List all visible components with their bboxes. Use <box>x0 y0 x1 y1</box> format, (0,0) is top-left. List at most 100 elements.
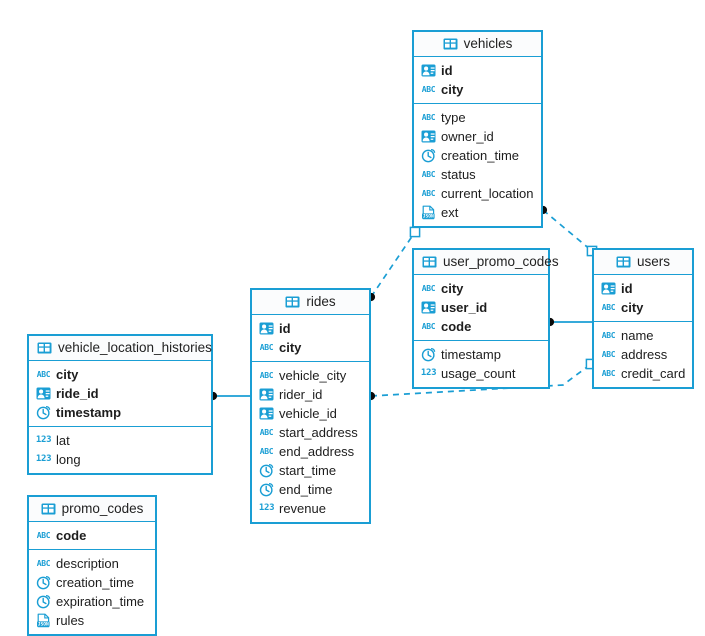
table-title-bar[interactable]: users <box>594 250 692 275</box>
column-name: ride_id <box>56 386 99 401</box>
column-row[interactable]: timestamp <box>29 403 211 422</box>
column-row[interactable]: owner_id <box>414 127 541 146</box>
column-row[interactable]: ABC type <box>414 108 541 127</box>
table-title-bar[interactable]: vehicles <box>414 32 541 57</box>
column-row[interactable]: user_id <box>414 298 548 317</box>
key-person-icon <box>421 63 436 78</box>
json-icon: JSON <box>421 205 436 220</box>
svg-text:JSON: JSON <box>423 214 434 220</box>
column-row[interactable]: id <box>414 61 541 80</box>
column-name: description <box>56 556 119 571</box>
key-person-icon <box>259 406 274 421</box>
column-row[interactable]: ABC code <box>29 526 155 545</box>
column-name: start_address <box>279 425 358 440</box>
column-name: address <box>621 347 668 362</box>
primary-key-group: ABC code <box>29 522 155 549</box>
table-icon <box>41 502 56 517</box>
table-icon <box>285 295 300 310</box>
column-name: id <box>279 321 291 336</box>
column-name: city <box>441 281 464 296</box>
abc-icon: ABC <box>421 112 436 122</box>
column-row[interactable]: ABC address <box>594 345 692 364</box>
column-row[interactable]: JSON ext <box>414 203 541 222</box>
relationship-rel-vlh-rides[interactable] <box>208 391 250 401</box>
table-icon <box>616 255 631 270</box>
abc-icon: ABC <box>36 530 51 540</box>
column-name: city <box>56 367 79 382</box>
table-title-bar[interactable]: vehicle_location_histories <box>29 336 212 361</box>
column-row[interactable]: id <box>252 319 369 338</box>
column-row[interactable]: id <box>594 279 692 298</box>
column-name: vehicle_city <box>279 368 347 383</box>
column-row[interactable]: end_time <box>252 480 369 499</box>
clock-icon <box>421 347 436 362</box>
column-name: id <box>621 281 633 296</box>
123-icon: 123 <box>35 454 52 464</box>
table-name: vehicle_location_histories <box>58 340 212 356</box>
abc-icon: ABC <box>421 169 436 179</box>
column-name: timestamp <box>441 347 501 362</box>
table-title-bar[interactable]: user_promo_codes <box>414 250 559 275</box>
column-name: start_time <box>279 463 337 478</box>
column-row[interactable]: ABC status <box>414 165 541 184</box>
column-name: code <box>56 528 87 543</box>
column-row[interactable]: ABC city <box>29 365 211 384</box>
column-row[interactable]: start_time <box>252 461 369 480</box>
column-row[interactable]: JSON rules <box>29 611 155 630</box>
table-name: user_promo_codes <box>443 254 559 270</box>
column-row[interactable]: rider_id <box>252 385 369 404</box>
column-name: status <box>441 167 476 182</box>
column-row[interactable]: ride_id <box>29 384 211 403</box>
column-row[interactable]: creation_time <box>29 573 155 592</box>
relationship-endpoint-square-icon <box>409 226 421 238</box>
column-name: revenue <box>279 501 326 516</box>
column-name: code <box>441 319 472 334</box>
abc-icon: ABC <box>601 349 616 359</box>
column-name: ext <box>441 205 459 220</box>
clock-icon <box>36 575 51 590</box>
column-name: city <box>441 82 464 97</box>
key-person-icon <box>259 387 274 402</box>
column-row[interactable]: vehicle_id <box>252 404 369 423</box>
column-row[interactable]: creation_time <box>414 146 541 165</box>
relationship-rel-user_promo_codes-users[interactable] <box>545 317 592 327</box>
abc-icon: ABC <box>36 369 51 379</box>
column-name: credit_card <box>621 366 686 381</box>
column-row[interactable]: expiration_time <box>29 592 155 611</box>
svg-text:JSON: JSON <box>38 622 49 628</box>
column-row[interactable]: timestamp <box>414 345 548 364</box>
table-title-bar[interactable]: promo_codes <box>29 497 155 522</box>
column-name: city <box>621 300 644 315</box>
clock-icon <box>36 594 51 609</box>
column-name: rules <box>56 613 85 628</box>
column-name: type <box>441 110 466 125</box>
column-name: creation_time <box>441 148 520 163</box>
table-title-bar[interactable]: rides <box>252 290 369 315</box>
column-name: id <box>441 63 453 78</box>
